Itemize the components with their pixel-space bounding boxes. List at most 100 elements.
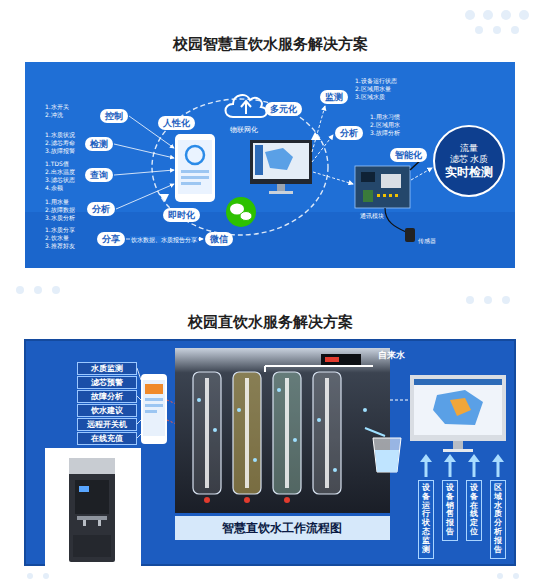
shape-rect bbox=[277, 184, 285, 191]
shape-rect bbox=[389, 194, 392, 197]
shape-line bbox=[313, 172, 353, 184]
function-box: 设备在线定位 bbox=[466, 480, 482, 541]
shape-rect bbox=[181, 170, 209, 173]
shape-rect bbox=[355, 166, 410, 208]
note-label: 2.饮水量 bbox=[45, 234, 69, 241]
shape-rect bbox=[145, 404, 163, 407]
note-label: 1.水开关 bbox=[45, 103, 69, 110]
shape-rect bbox=[145, 398, 163, 401]
shape-rect bbox=[313, 372, 341, 494]
shape-circle bbox=[204, 497, 210, 503]
shape-circle bbox=[43, 573, 49, 579]
shape-rect bbox=[77, 516, 107, 520]
tag-pill: 分析 bbox=[87, 202, 115, 216]
shape-rect bbox=[143, 380, 165, 436]
shape-circle bbox=[502, 296, 510, 304]
note-label: 1.TDS值 bbox=[45, 160, 69, 167]
shape-rect bbox=[273, 372, 301, 494]
shape-rect bbox=[75, 480, 109, 514]
shape-rect bbox=[145, 410, 157, 413]
shape-path bbox=[373, 438, 401, 472]
shape-rect bbox=[325, 378, 329, 488]
function-box: 滤芯预警 bbox=[77, 376, 137, 389]
note-label: 3.推荐好友 bbox=[45, 242, 75, 249]
node-text: 在线充值 bbox=[91, 434, 123, 443]
node-text: 设备在线定位 bbox=[470, 484, 478, 537]
node-text: 设备销售报告 bbox=[446, 484, 454, 537]
panel-heading: 校园智慧直饮水服务解决方案 bbox=[25, 35, 515, 53]
node-text: 检测 bbox=[90, 139, 108, 149]
shape-path bbox=[265, 148, 293, 170]
node-text: 实时检测 bbox=[445, 165, 493, 180]
shape-rect bbox=[363, 190, 373, 202]
shape-line bbox=[390, 400, 408, 401]
shape-circle bbox=[226, 197, 256, 227]
shape-rect bbox=[414, 379, 502, 435]
node-text: 多元化 bbox=[270, 104, 297, 114]
function-box: 区域水质分析报告 bbox=[490, 480, 506, 559]
node-text: 水质监测 bbox=[91, 364, 123, 373]
note-label: 自来水 bbox=[378, 350, 405, 361]
note-label: 1.用水习惯 bbox=[370, 113, 400, 120]
shape-path bbox=[433, 390, 483, 425]
note-label: 2.出水温度 bbox=[45, 168, 75, 175]
shape-g bbox=[197, 388, 367, 472]
shape-line bbox=[114, 170, 174, 175]
panel-heading: 校园直饮水服务解决方案 bbox=[25, 313, 515, 331]
shape-path bbox=[420, 454, 432, 462]
shape-circle bbox=[363, 408, 367, 412]
shape-rect bbox=[383, 194, 386, 197]
shape-rect bbox=[175, 134, 215, 202]
shape-circle bbox=[519, 10, 529, 20]
node-text: 流量 bbox=[460, 143, 478, 154]
shape-rect bbox=[250, 140, 312, 184]
shape-rect bbox=[377, 194, 380, 197]
shape-rect bbox=[141, 374, 167, 444]
node-text: 分析 bbox=[340, 128, 358, 138]
node-text: 查询 bbox=[90, 170, 108, 180]
node-text: 智能化 bbox=[395, 150, 422, 160]
note-label: 1.水质分享 bbox=[45, 226, 75, 233]
shape-line bbox=[116, 184, 174, 209]
shape-rect bbox=[269, 191, 293, 194]
note-label: 3.区域水质 bbox=[355, 93, 385, 100]
shape-g bbox=[205, 378, 329, 488]
shape-rect bbox=[69, 458, 115, 562]
note-label: 2.区域用水量 bbox=[355, 85, 391, 92]
shape-circle bbox=[213, 428, 217, 432]
shape-circle bbox=[52, 286, 60, 294]
shape-rect bbox=[414, 379, 502, 385]
node-text: 远程开关机 bbox=[87, 420, 127, 429]
shape-g bbox=[16, 10, 529, 579]
shape-circle bbox=[484, 296, 492, 304]
tag-pill: 微信 bbox=[205, 232, 233, 246]
shape-path bbox=[311, 132, 321, 140]
shape-circle bbox=[513, 573, 519, 579]
shape-rect bbox=[453, 441, 463, 449]
shape-g bbox=[377, 194, 398, 197]
shape-rect bbox=[205, 378, 209, 488]
shape-rect bbox=[98, 520, 101, 526]
shape-rect bbox=[145, 384, 163, 394]
tag-pill: 多元化 bbox=[265, 102, 302, 116]
shape-rect bbox=[175, 516, 390, 540]
shape-path bbox=[226, 95, 267, 117]
note-label: 1.水质状况 bbox=[45, 131, 75, 138]
shape-rect bbox=[193, 372, 221, 494]
function-box: 水质监测 bbox=[77, 362, 137, 375]
shape-g bbox=[193, 372, 341, 494]
shape-rect bbox=[381, 174, 401, 188]
node-text: 控制 bbox=[105, 111, 123, 121]
shape-circle bbox=[253, 458, 257, 462]
note-label: 3.水质分析 bbox=[45, 214, 75, 221]
function-box: 设备运行状态监测 bbox=[418, 480, 434, 559]
shape-g bbox=[420, 454, 504, 477]
node-text: 设备运行状态监测 bbox=[422, 484, 430, 555]
shape-g bbox=[204, 497, 290, 503]
node-text: 滤芯预警 bbox=[91, 378, 123, 387]
note-label: 4.余额 bbox=[45, 184, 63, 191]
node-text: 微信 bbox=[210, 234, 228, 244]
shape-circle bbox=[186, 146, 204, 164]
shape-rect bbox=[395, 194, 398, 197]
